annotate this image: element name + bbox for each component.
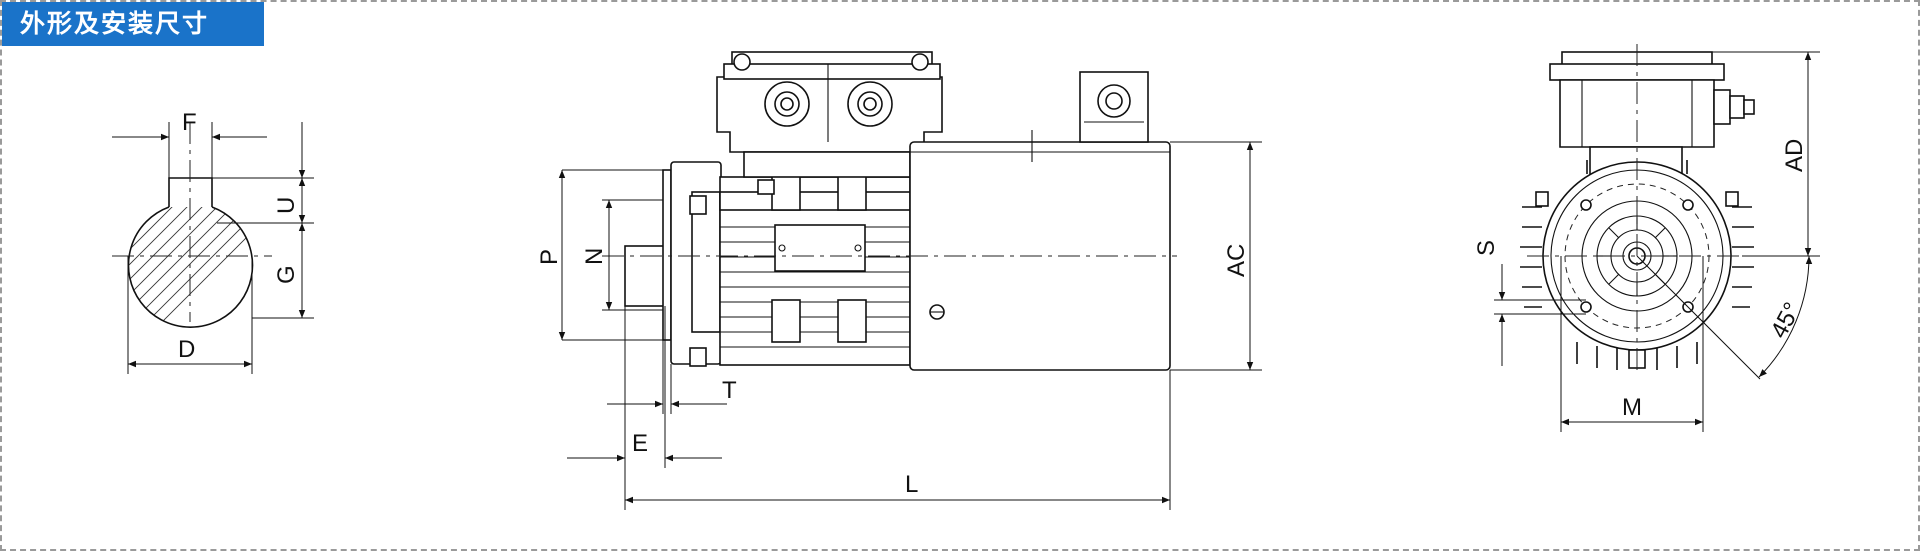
dim-label-ad: AD — [1781, 139, 1808, 172]
dim-label-t: T — [722, 377, 737, 404]
dim-label-angle: 45° — [1765, 298, 1806, 343]
dim-label-n: N — [581, 248, 608, 265]
dim-label-u: U — [273, 197, 300, 214]
page-title: 外形及安装尺寸 — [2, 2, 264, 46]
motor-side-view: P N T E L AC — [536, 51, 1262, 510]
shaft-hatching — [128, 207, 253, 328]
motor-end-view: AD S M 45° — [1473, 44, 1820, 432]
dim-label-m: M — [1622, 394, 1642, 421]
dim-label-s: S — [1473, 240, 1500, 256]
dim-label-d: D — [178, 336, 195, 363]
dim-label-g: G — [273, 265, 300, 284]
dim-label-l: L — [905, 471, 918, 498]
dim-label-p: P — [536, 249, 563, 265]
shaft-section-view: F U G D — [112, 109, 314, 374]
cooling-fins — [1520, 160, 1754, 370]
dim-label-f: F — [182, 109, 197, 136]
dim-label-e: E — [632, 430, 648, 457]
dim-label-ac: AC — [1223, 244, 1250, 277]
